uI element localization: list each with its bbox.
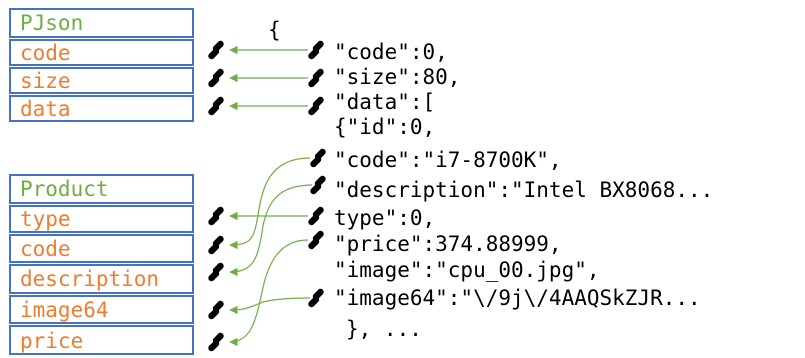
product-class-box: Product type code description image64 pr…: [9, 174, 194, 355]
json-line-description: "description":"Intel BX8068...: [334, 178, 713, 202]
json-line-id: {"id":0,: [334, 115, 435, 139]
link-icon: [208, 40, 224, 60]
pjson-class-box: PJson code size data: [9, 8, 194, 122]
product-field-type: type: [20, 207, 71, 231]
link-icon: [310, 175, 326, 195]
link-icon: [308, 230, 324, 250]
json-line-data: "data":[: [334, 90, 435, 114]
product-mapping-arrows: [229, 157, 313, 347]
arrow-icon: [229, 297, 311, 315]
arrow-icon: [229, 184, 313, 277]
product-class-name: Product: [20, 177, 109, 201]
link-icon: [308, 96, 324, 116]
product-field-cell-code: [9, 234, 194, 263]
json-line-price: "price":374.88999,: [334, 232, 562, 256]
pjson-field-cell-code: [9, 39, 194, 66]
pjson-field-cell-size: [9, 67, 194, 94]
arrow-icon: [229, 157, 311, 250]
link-icon: [310, 148, 326, 168]
json-line-type: type":0,: [334, 206, 435, 230]
pjson-field-cell-data: [9, 95, 194, 122]
product-field-code: code: [20, 237, 71, 261]
json-line-size: "size":80,: [334, 65, 460, 89]
json-line-open-brace: {: [268, 18, 281, 42]
product-field-image64: image64: [20, 298, 109, 322]
pjson-field-data: data: [20, 97, 71, 121]
link-icon: [208, 68, 224, 88]
product-field-cell-image64: [9, 295, 194, 324]
link-icon: [208, 332, 224, 352]
link-icon: [208, 300, 224, 320]
link-icon: [208, 235, 224, 255]
pjson-field-size: size: [20, 69, 71, 93]
pjson-mapping-arrows: [229, 45, 308, 111]
link-icon: [308, 206, 324, 226]
pjson-class-name: PJson: [20, 11, 83, 35]
json-sample: { "code":0, "size":80, "data":[ {"id":0,…: [268, 18, 713, 341]
link-icon: [208, 96, 224, 116]
product-field-cell-description: [9, 264, 194, 294]
product-field-cell-type: [9, 205, 194, 233]
link-icons-json-side: [308, 40, 326, 308]
json-line-image: "image":"cpu_00.jpg",: [334, 258, 600, 282]
product-header-cell: [9, 174, 194, 204]
json-line-code: "code":0,: [334, 40, 448, 64]
json-line-image64: "image64":"\/9j\/4AAQSkZJR...: [334, 286, 701, 310]
link-icons-class-side: [208, 40, 224, 352]
link-icon: [308, 68, 324, 88]
product-field-description: description: [20, 267, 159, 291]
json-line-close: }, ...: [346, 317, 422, 341]
link-icon: [208, 262, 224, 282]
product-field-cell-price: [9, 325, 194, 355]
json-line-product-code: "code":"i7-8700K",: [334, 148, 562, 172]
link-icon: [308, 40, 324, 60]
link-icon: [308, 288, 324, 308]
pjson-header-cell: [9, 8, 194, 38]
pjson-field-code: code: [20, 41, 71, 65]
arrow-icon: [229, 239, 309, 347]
link-icon: [208, 206, 224, 226]
product-field-price: price: [20, 329, 83, 353]
